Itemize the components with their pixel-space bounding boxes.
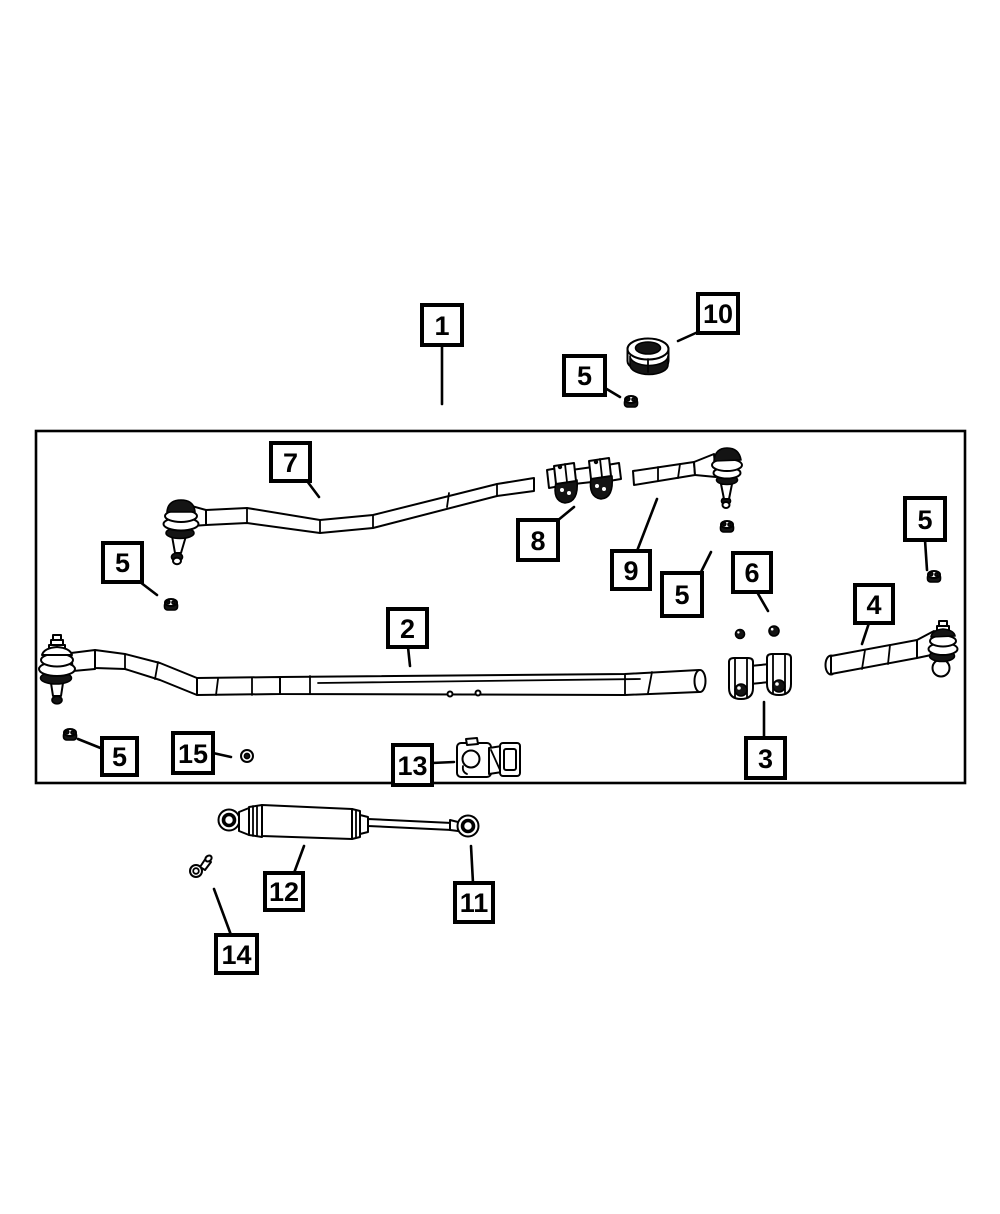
leader-2 xyxy=(406,645,412,668)
callout-5-bottom[interactable]: 5 xyxy=(100,736,139,777)
part-5-nut-top xyxy=(623,395,639,408)
svg-text:5: 5 xyxy=(917,505,932,535)
leader-10 xyxy=(676,330,700,343)
ball-stud-end xyxy=(162,499,200,566)
part-12-steering-damper xyxy=(217,804,480,840)
svg-text:5: 5 xyxy=(112,742,127,772)
leader-5-bottom xyxy=(76,737,105,751)
callout-14[interactable]: 14 xyxy=(214,933,259,975)
part-6-nuts xyxy=(734,625,780,640)
part-10-bushing xyxy=(626,337,670,376)
part-5-nut-mid xyxy=(719,520,735,533)
svg-text:11: 11 xyxy=(460,888,489,918)
svg-text:5: 5 xyxy=(115,548,130,578)
leader-5-left xyxy=(138,580,159,597)
svg-text:14: 14 xyxy=(221,940,251,970)
leader-5-mid xyxy=(698,550,713,576)
callout-2[interactable]: 2 xyxy=(386,607,429,649)
part-14-bolt xyxy=(189,854,213,878)
part-5-nut-bottom xyxy=(62,728,78,741)
svg-text:15: 15 xyxy=(178,739,208,769)
part-3-clamp-assembly xyxy=(728,653,792,700)
part-13-bracket xyxy=(456,737,521,778)
leader-12 xyxy=(292,844,306,875)
svg-text:9: 9 xyxy=(623,556,638,586)
ball-stud-end xyxy=(38,634,76,705)
callout-5-left[interactable]: 5 xyxy=(101,541,144,584)
callout-1[interactable]: 1 xyxy=(420,303,464,347)
ball-stud-end xyxy=(711,447,743,509)
damper-eye-left xyxy=(217,808,241,832)
svg-text:5: 5 xyxy=(674,580,689,610)
callout-4[interactable]: 4 xyxy=(853,583,895,625)
svg-text:1: 1 xyxy=(434,311,449,341)
svg-text:2: 2 xyxy=(400,614,415,644)
svg-text:12: 12 xyxy=(269,877,299,907)
callout-15[interactable]: 15 xyxy=(171,731,215,775)
leader-14 xyxy=(212,887,233,937)
leader-13 xyxy=(430,760,456,765)
part-5-nut-left xyxy=(163,598,179,611)
callout-5-top[interactable]: 5 xyxy=(562,354,607,397)
svg-text:6: 6 xyxy=(744,558,759,588)
part-4-tie-rod-end xyxy=(824,620,959,678)
leader-15 xyxy=(211,751,233,759)
ball-stud-end xyxy=(927,620,959,678)
part-9-tie-rod-end xyxy=(632,447,743,509)
assembly-boundary xyxy=(34,429,967,785)
callout-3[interactable]: 3 xyxy=(744,736,787,780)
svg-text:3: 3 xyxy=(758,744,773,774)
svg-text:4: 4 xyxy=(866,590,881,620)
part-8-adjuster-clamps xyxy=(546,457,622,504)
part-11-damper-eye-right xyxy=(456,814,480,838)
part-5-nut-right xyxy=(926,570,942,583)
callout-13[interactable]: 13 xyxy=(391,743,434,787)
callout-8[interactable]: 8 xyxy=(516,518,560,562)
callout-6[interactable]: 6 xyxy=(731,551,773,594)
callout-10[interactable]: 10 xyxy=(696,292,740,335)
svg-text:7: 7 xyxy=(283,448,298,478)
part-2-drag-link xyxy=(38,634,707,705)
callout-11[interactable]: 11 xyxy=(453,881,495,924)
leader-5-top xyxy=(603,386,622,399)
leader-6 xyxy=(755,590,770,613)
svg-text:8: 8 xyxy=(530,526,545,556)
callout-7[interactable]: 7 xyxy=(269,441,312,483)
part-15-washer xyxy=(240,749,254,763)
callout-9[interactable]: 9 xyxy=(610,549,652,591)
callout-12[interactable]: 12 xyxy=(263,871,305,912)
leader-5-right xyxy=(923,538,929,572)
part-7-tie-rod xyxy=(162,477,535,566)
callout-5-mid[interactable]: 5 xyxy=(660,571,704,618)
leader-4 xyxy=(860,621,871,646)
svg-text:10: 10 xyxy=(703,299,733,329)
leader-7 xyxy=(305,479,321,499)
svg-text:13: 13 xyxy=(397,751,427,781)
leader-9 xyxy=(635,497,659,553)
leader-11 xyxy=(469,844,475,885)
callout-5-right[interactable]: 5 xyxy=(903,496,947,542)
svg-text:5: 5 xyxy=(577,361,592,391)
